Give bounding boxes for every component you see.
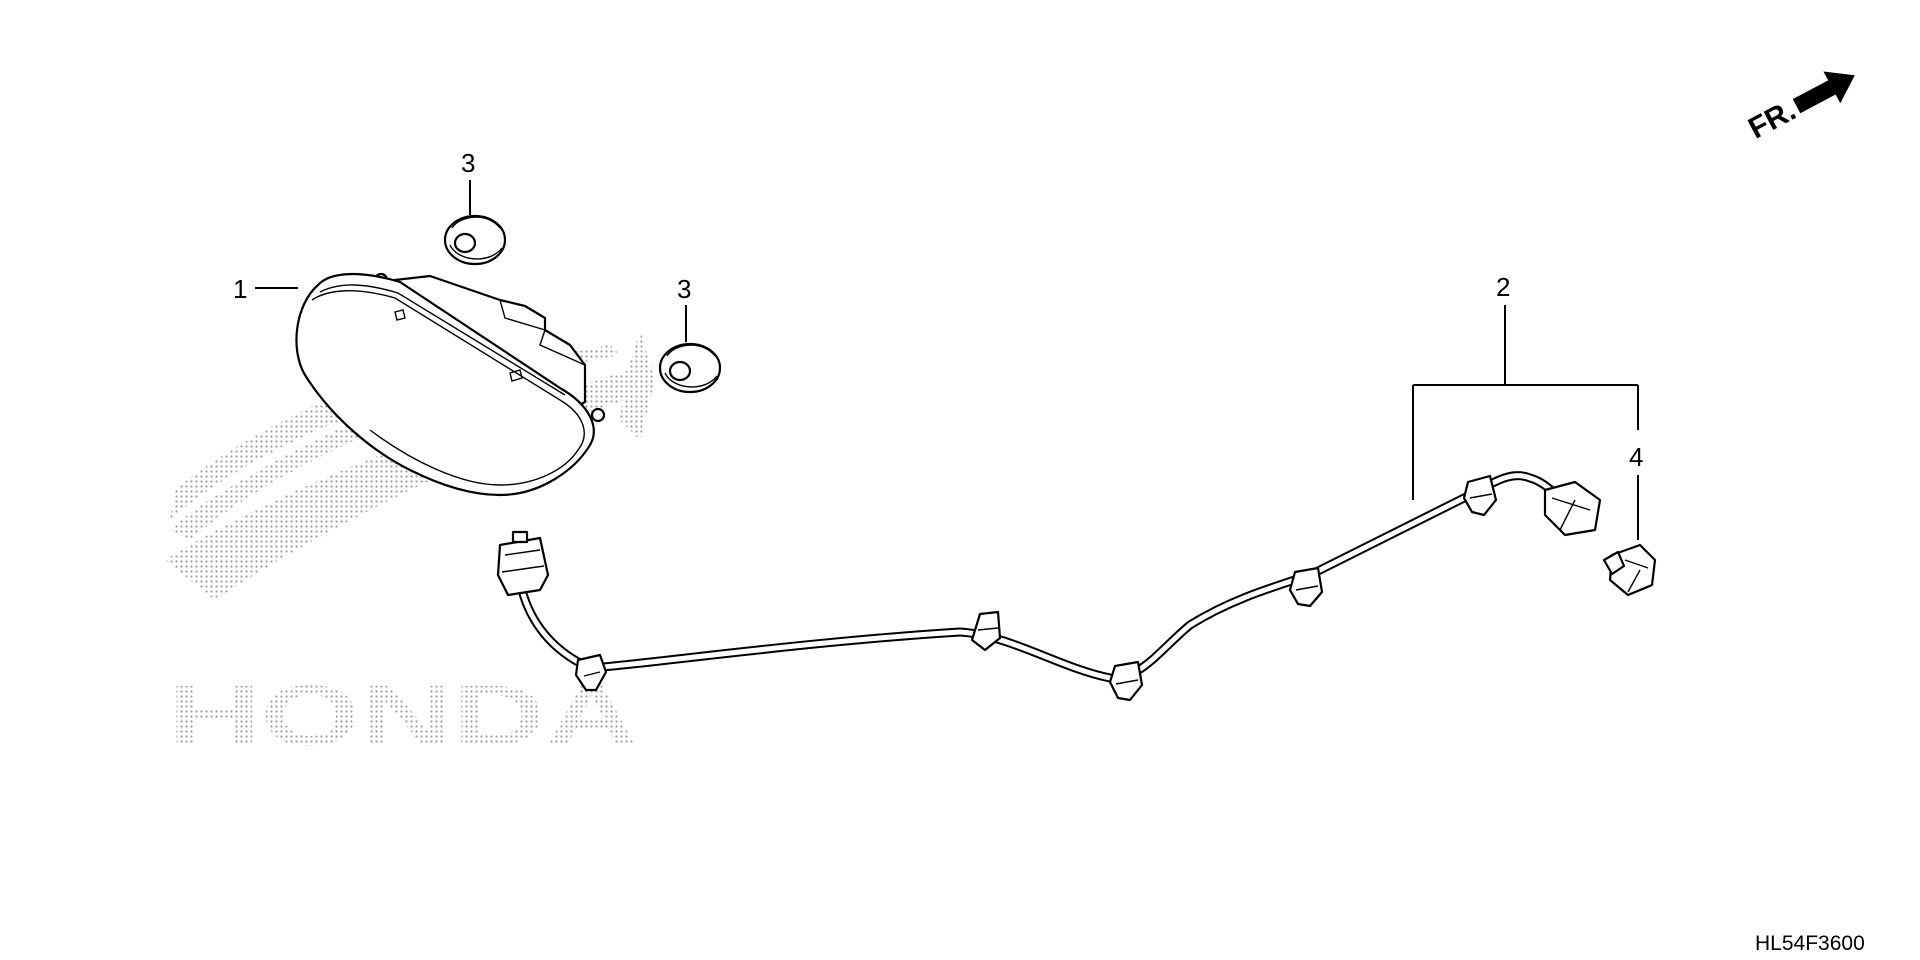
harness-clip-2 xyxy=(970,610,1002,652)
harness-clip-3 xyxy=(1108,660,1144,702)
harness-connector-body xyxy=(1543,480,1602,537)
callout-wire-harness: 2 xyxy=(1496,272,1510,302)
harness-cable-core xyxy=(519,473,1568,681)
diagram-code: HL54F3600 xyxy=(1755,932,1865,955)
tail-light-assembly xyxy=(295,272,606,497)
harness-clip-5 xyxy=(1462,474,1498,517)
front-direction-label: FR. xyxy=(1743,94,1801,146)
harness-clip-4 xyxy=(1288,566,1324,608)
harness-connector-lamp xyxy=(496,530,550,597)
callout-grommet-upper: 3 xyxy=(461,148,475,178)
callout-tail-light: 1 xyxy=(233,274,247,304)
harness-clip-part xyxy=(1602,543,1657,597)
tail-light-lens-rim xyxy=(311,290,585,486)
tail-light-lens-tab xyxy=(509,369,523,382)
harness-clip-1 xyxy=(574,653,608,692)
callout-grommet-lower: 3 xyxy=(677,274,691,304)
harness-cable xyxy=(517,471,1570,683)
grommet-lower xyxy=(658,342,722,394)
front-arrow-icon xyxy=(1792,71,1855,114)
tail-light-housing-edge-2 xyxy=(539,329,586,366)
tail-light-lens xyxy=(295,273,595,497)
callout-leaders xyxy=(255,180,1639,540)
callout-clip: 4 xyxy=(1629,442,1643,472)
grommet-upper xyxy=(443,214,507,266)
mounting-stud-right xyxy=(590,407,606,423)
front-direction-indicator: FR. xyxy=(1743,71,1855,146)
tail-light-lens-rim-2 xyxy=(319,284,566,396)
honda-wordmark: HONDA xyxy=(168,668,638,764)
wire-harness xyxy=(496,471,1602,702)
tail-light-housing-edge xyxy=(499,299,546,331)
tail-light-lens-tab-2 xyxy=(394,309,406,321)
